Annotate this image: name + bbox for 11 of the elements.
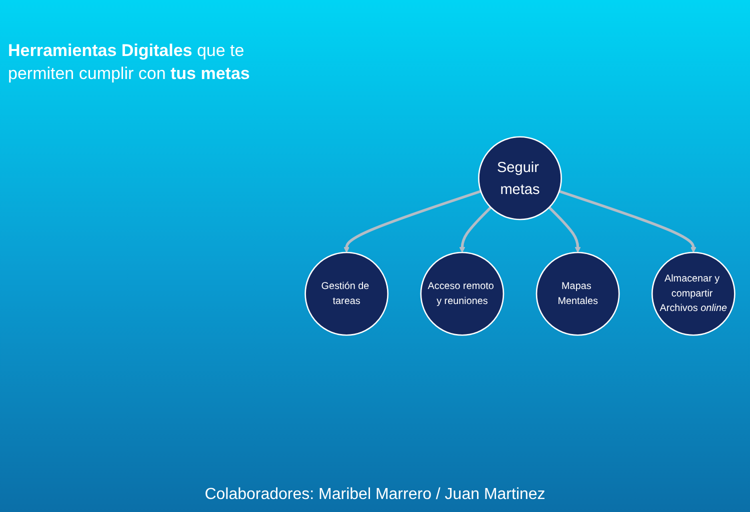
slide-title: Herramientas Digitales que te permiten cumplir con tus metas bbox=[8, 40, 251, 85]
node-circle: Gestión de tareas bbox=[304, 252, 389, 336]
node-circle: Almacenar y compartir Archivos online bbox=[651, 252, 736, 336]
arrow bbox=[558, 190, 696, 253]
node-circle: Mapas Mentales bbox=[536, 252, 620, 336]
node-circle: Acceso remoto y reuniones bbox=[420, 252, 504, 336]
caption: Colaboradores: Maribel Marrero / Juan Martinez bbox=[204, 486, 546, 504]
node-circle: Seguir metas bbox=[478, 136, 562, 220]
arrow bbox=[344, 190, 482, 253]
arrow bbox=[459, 206, 492, 253]
arrow bbox=[548, 206, 581, 253]
